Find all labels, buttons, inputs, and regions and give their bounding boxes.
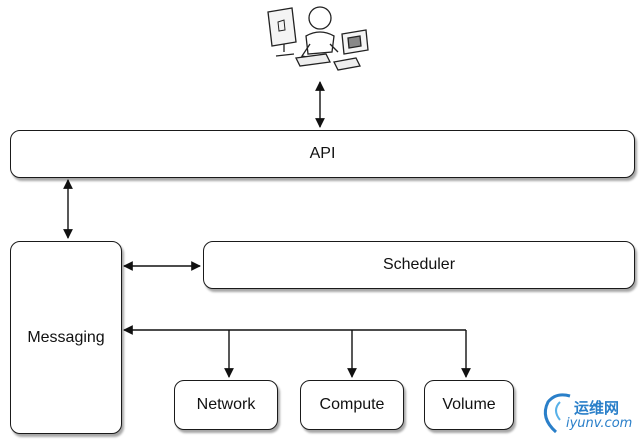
api-node: API [10,130,635,178]
messaging-worker-bus [123,325,471,378]
messaging-label: Messaging [27,328,105,346]
network-node: Network [174,380,278,430]
api-label: API [309,145,336,162]
messaging-node: Messaging [10,241,122,434]
compute-label: Compute [319,396,385,413]
watermark: 运维网 iyunv.com [566,399,640,431]
user-at-computer-icon [267,6,369,71]
volume-node: Volume [424,380,514,430]
compute-node: Compute [300,380,404,430]
watermark-cn: 运维网 [574,399,620,417]
scheduler-node: Scheduler [203,241,635,289]
watermark-domain: iyunv.com [566,415,633,431]
watermark-logo [543,393,571,434]
network-label: Network [196,396,256,413]
volume-label: Volume [442,396,496,413]
scheduler-label: Scheduler [382,256,456,273]
